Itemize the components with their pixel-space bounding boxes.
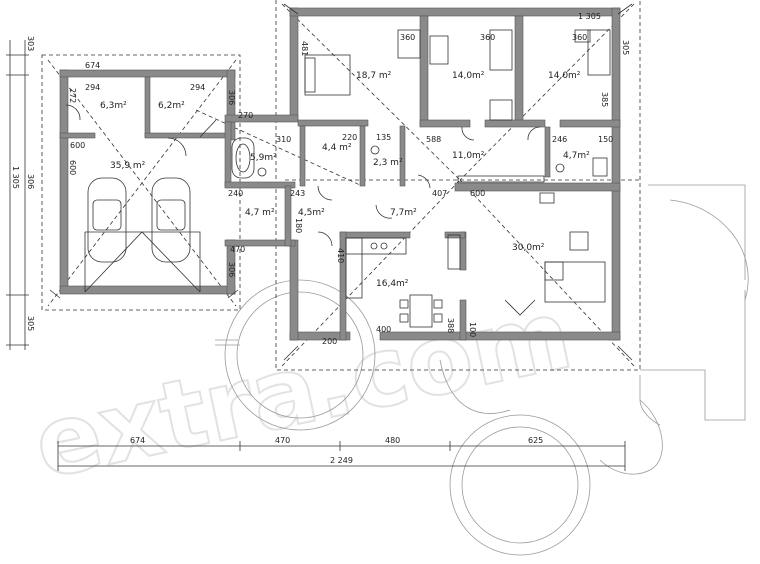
dim-400: 400: [376, 325, 391, 334]
dim-246: 246: [552, 135, 567, 144]
dim-410: 410: [336, 248, 345, 263]
column: [447, 234, 461, 270]
car-right: [151, 177, 191, 263]
dim-600-side: 600: [68, 160, 77, 175]
label-bedroom-main: 18,7 m²: [356, 71, 392, 81]
label-entry: 4,5m²: [298, 208, 325, 218]
fireplace: [539, 192, 555, 204]
dim-100: 100: [468, 322, 477, 337]
dim-bottom-674: 674: [130, 436, 145, 445]
doors: [65, 104, 541, 316]
label-hallway: 11,0m²: [452, 151, 485, 161]
corner-markers: [49, 3, 633, 361]
dim-270: 270: [238, 111, 253, 120]
toilet-right: [555, 163, 565, 173]
dim-left-303: 303: [26, 36, 35, 51]
dim-272: 272: [68, 88, 77, 103]
wardrobe: [397, 29, 421, 59]
dim-left-1305: 1 305: [11, 166, 20, 189]
dim-294-a: 294: [85, 83, 100, 92]
label-bedroom-mid: 14,0m²: [452, 71, 485, 81]
dim-306-b: 306: [227, 262, 236, 277]
label-bedroom-right: 14,0m²: [548, 71, 581, 81]
dim-1305-top: 1 305: [578, 12, 601, 21]
shower: [592, 157, 608, 177]
dim-388: 388: [446, 318, 455, 333]
dim-306-a: 306: [227, 90, 236, 105]
dim-243: 243: [290, 189, 305, 198]
label-corridor: 4,4 m²: [322, 143, 352, 153]
dim-left-305: 305: [26, 316, 35, 331]
wardrobe-hall: [457, 175, 545, 183]
dim-294-b: 294: [190, 83, 205, 92]
round-terrace-right: [449, 414, 591, 556]
toilet-bath: [257, 167, 267, 177]
dim-310: 310: [276, 135, 291, 144]
label-hall-lower: 4,7 m²: [245, 208, 275, 218]
dim-200: 200: [322, 337, 337, 346]
terrace-outline: [439, 184, 749, 475]
dim-240: 240: [228, 189, 243, 198]
dim-bottom-480: 480: [385, 436, 400, 445]
bed-mid: [489, 29, 513, 121]
label-storage-left: 6,3m²: [100, 101, 127, 111]
left-dimension-chain: [6, 40, 29, 350]
bed-main: [304, 54, 351, 96]
dim-135: 135: [376, 133, 391, 142]
label-living: 30,0m²: [512, 243, 545, 253]
dim-360-c: 360: [572, 33, 587, 42]
terrace-step: [215, 339, 240, 346]
garage-door-symbol: [84, 231, 201, 293]
dim-220: 220: [342, 133, 357, 142]
dim-150: 150: [598, 135, 613, 144]
label-kitchen: 16,4m²: [376, 279, 409, 289]
label-bathroom-right: 4,7m²: [563, 151, 590, 161]
walls: [59, 7, 621, 341]
label-vestibule: 7,7m²: [390, 208, 417, 218]
round-terrace-left: [224, 279, 376, 431]
dim-470: 470: [230, 245, 245, 254]
dim-bottom-625: 625: [528, 436, 543, 445]
dim-305-right: 305: [621, 40, 630, 55]
dining-table: [399, 294, 443, 328]
dim-600-garage: 600: [70, 141, 85, 150]
bed-right: [429, 29, 611, 76]
dim-left-306: 306: [26, 174, 35, 189]
dim-bottom-2249: 2 249: [330, 456, 353, 465]
label-wc: 2,3 m²: [373, 158, 403, 168]
dim-360-b: 360: [480, 33, 495, 42]
bathtub: [231, 137, 255, 179]
dim-bottom-470: 470: [275, 436, 290, 445]
dim-360-a: 360: [400, 33, 415, 42]
dim-481: 481: [300, 41, 309, 56]
sofa-set: [544, 231, 606, 303]
label-storage-right: 6,2m²: [158, 101, 185, 111]
desk-right: [574, 29, 591, 43]
dim-674-top: 674: [85, 61, 100, 70]
dim-385: 385: [600, 92, 609, 107]
bottom-dimension-chain: [57, 441, 626, 471]
toilet-wc: [370, 145, 380, 155]
dim-407: 407: [432, 189, 447, 198]
label-garage: 35,9 m²: [110, 161, 146, 171]
kitchen-counter: [345, 237, 407, 299]
car-left: [87, 177, 127, 263]
label-bath: 5,9m²: [250, 153, 277, 163]
dim-600-living: 600: [470, 189, 485, 198]
watermark-text: extra.com: [25, 278, 581, 501]
dim-180: 180: [294, 218, 303, 233]
dim-588: 588: [426, 135, 441, 144]
